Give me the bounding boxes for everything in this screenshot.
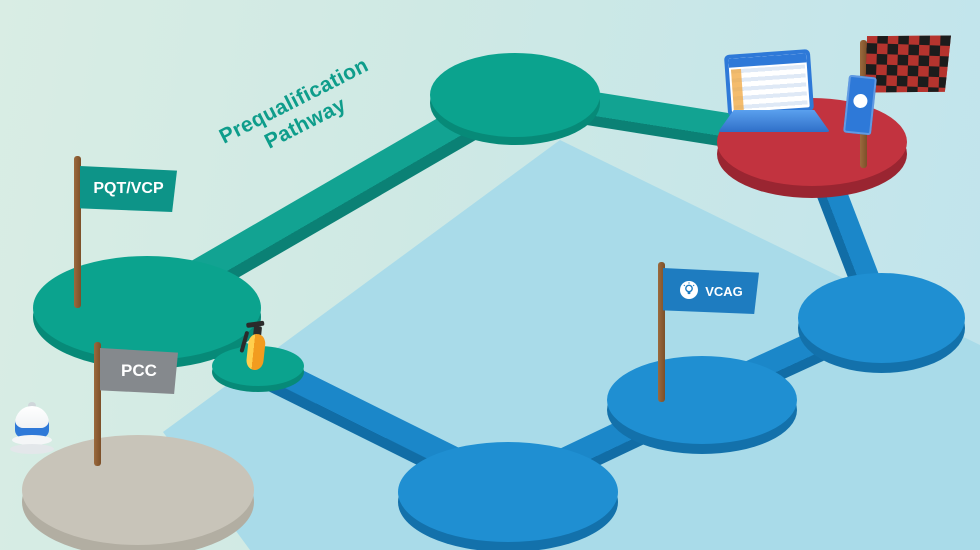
laptop-screen bbox=[723, 49, 815, 117]
checkered-flag-icon bbox=[865, 33, 951, 96]
lightbulb-icon bbox=[679, 280, 699, 303]
pcc-flag-label: PCC bbox=[121, 361, 157, 380]
pqt-flag-pole bbox=[74, 156, 81, 308]
bell-knob bbox=[28, 402, 36, 409]
gray-start-platform bbox=[22, 435, 254, 545]
id-card-emblem bbox=[852, 93, 869, 109]
pqt-vcp-flag: PQT/VCP bbox=[80, 166, 177, 212]
pcc-flag: PCC bbox=[100, 348, 178, 394]
vcag-flag-pole bbox=[658, 262, 665, 402]
vcag-flag: VCAG bbox=[663, 268, 759, 314]
laptop-screen-content bbox=[728, 53, 810, 113]
mid-blue-platform bbox=[607, 356, 797, 444]
top-teal-platform bbox=[430, 53, 600, 137]
bell-lip bbox=[12, 435, 52, 445]
right-blue-platform bbox=[798, 273, 965, 363]
pqt-vcp-flag-label: PQT/VCP bbox=[93, 180, 164, 197]
bell-base bbox=[10, 444, 54, 454]
extinguisher-body bbox=[245, 333, 267, 371]
fire-extinguisher-icon bbox=[233, 316, 279, 376]
bell-icon bbox=[8, 402, 56, 454]
vcag-flag-label: VCAG bbox=[705, 283, 743, 299]
bell-dome bbox=[15, 406, 49, 438]
laptop-icon bbox=[718, 49, 838, 144]
laptop-keyboard bbox=[718, 110, 830, 132]
left-teal-platform bbox=[33, 256, 261, 360]
pcc-flag-pole bbox=[94, 342, 101, 466]
bottom-blue-platform bbox=[398, 442, 618, 542]
